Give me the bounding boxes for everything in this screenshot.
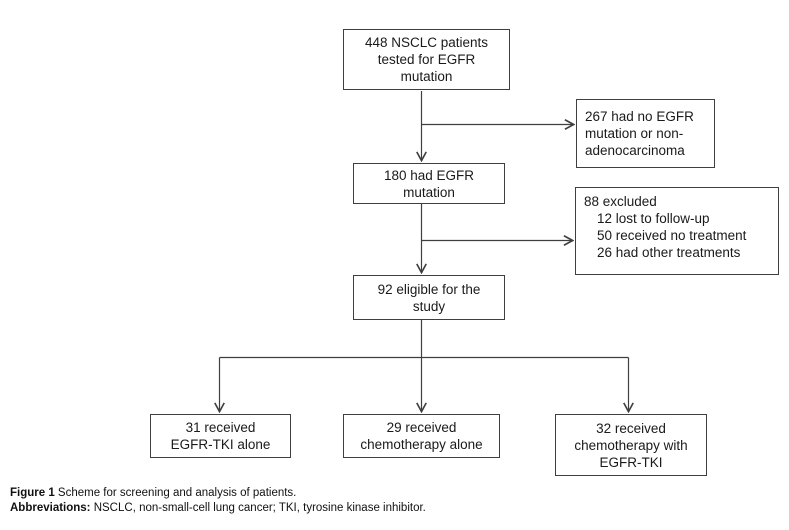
box-line: 31 received xyxy=(185,420,256,435)
box-line: chemotherapy alone xyxy=(360,437,483,452)
box-line: tested for EGFR xyxy=(377,52,476,67)
caption-line-abbreviations: Abbreviations: NSCLC, non-small-cell lun… xyxy=(10,501,426,516)
box-no-egfr-mutation: 267 had no EGFR mutation or non- adenoca… xyxy=(576,99,715,168)
figure-caption: Figure 1 Scheme for screening and analys… xyxy=(10,486,426,515)
abbreviations-label: Abbreviations: xyxy=(10,501,91,514)
abbreviations-text: NSCLC, non-small-cell lung cancer; TKI, … xyxy=(90,501,426,514)
box-line: mutation xyxy=(403,184,455,200)
excluded-item: 26 had other treatments xyxy=(597,245,741,260)
box-chemotherapy-alone: 29 received chemotherapy alone xyxy=(343,414,500,458)
figure-label: Figure 1 xyxy=(10,487,55,499)
box-line: adenocarcinoma xyxy=(585,143,685,158)
excluded-item: 50 received no treatment xyxy=(597,228,747,243)
box-line: mutation or non- xyxy=(585,126,684,141)
box-line: 92 eligible for the xyxy=(377,281,481,297)
box-line: chemotherapy with xyxy=(574,437,688,453)
box-line: 448 NSCLC patients xyxy=(364,35,489,50)
box-line: study xyxy=(412,298,446,314)
excluded-title: 88 excluded xyxy=(584,194,657,209)
box-egfr-mutation: 180 had EGFR mutation xyxy=(353,163,505,204)
box-patients-tested: 448 NSCLC patients tested for EGFR mutat… xyxy=(343,29,510,90)
caption-line-figure: Figure 1 Scheme for screening and analys… xyxy=(10,486,426,501)
box-line: 267 had no EGFR xyxy=(585,109,694,124)
figure-text: Scheme for screening and analysis of pat… xyxy=(54,487,297,499)
box-egfr-tki-alone: 31 received EGFR-TKI alone xyxy=(150,414,291,458)
box-line: 32 received xyxy=(596,420,666,436)
box-line: EGFR-TKI xyxy=(599,454,663,470)
excluded-item: 12 lost to follow-up xyxy=(597,211,710,226)
box-line: 29 received xyxy=(386,420,457,435)
box-excluded: 88 excluded 12 lost to follow-up 50 rece… xyxy=(575,187,779,275)
box-chemotherapy-with-tki: 32 received chemotherapy with EGFR-TKI xyxy=(555,414,707,476)
box-line: mutation xyxy=(400,69,453,84)
box-line: 180 had EGFR xyxy=(383,167,475,183)
box-line: EGFR-TKI alone xyxy=(170,437,271,452)
box-eligible: 92 eligible for the study xyxy=(353,275,505,320)
